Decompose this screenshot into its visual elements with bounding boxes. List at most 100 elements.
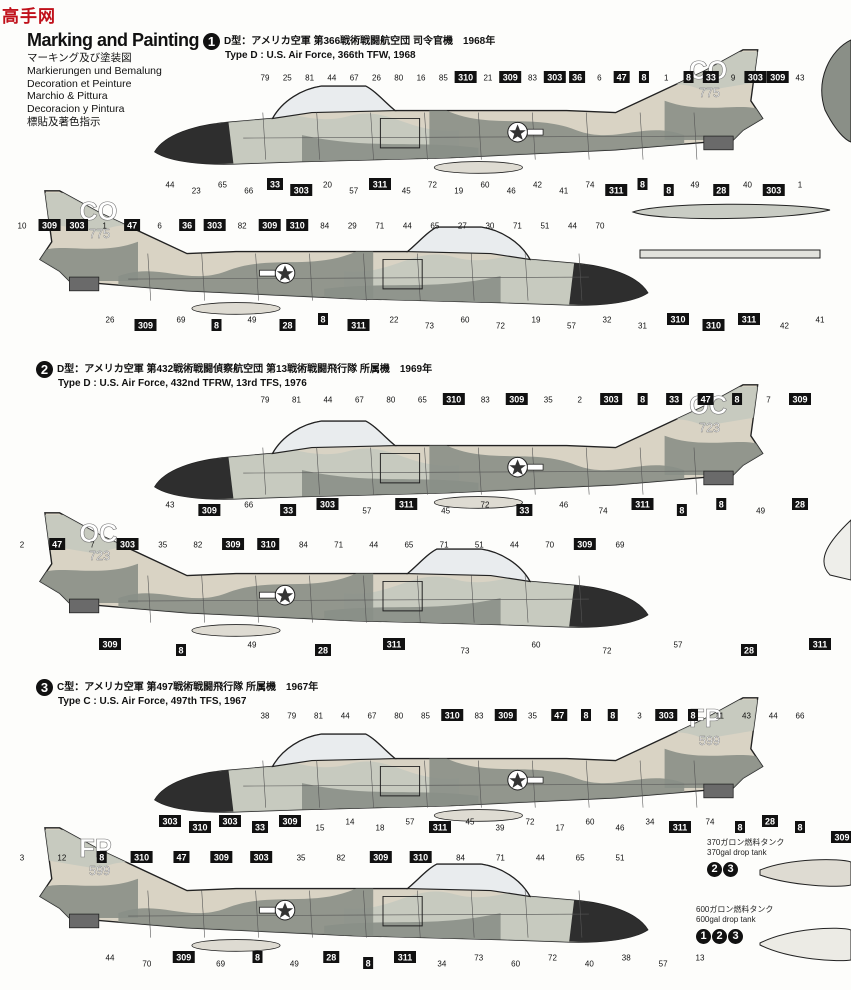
- callout-number: 8: [735, 395, 740, 405]
- callout-box: [713, 184, 730, 196]
- callout-number: 36: [572, 73, 582, 83]
- callout-number: 82: [193, 541, 202, 550]
- callout-number: 65: [418, 396, 427, 405]
- camo-patch: [40, 241, 138, 281]
- callout-number: 72: [526, 818, 535, 827]
- callout-number: 303: [120, 540, 135, 550]
- callout-number: 309: [282, 817, 297, 827]
- panel-line: [585, 112, 590, 160]
- callout-box: [613, 71, 630, 83]
- callout-number: 309: [509, 395, 524, 405]
- exhaust: [703, 135, 734, 151]
- camo-patch: [576, 386, 763, 427]
- callout-number: 85: [421, 712, 430, 721]
- callout-box: [323, 951, 340, 963]
- callout-box: [279, 319, 296, 331]
- callout-number: 83: [475, 712, 484, 721]
- callout-number: 311: [398, 953, 413, 963]
- callout-number: 57: [406, 818, 415, 827]
- panel-line: [255, 575, 259, 623]
- callout-number: 311: [351, 321, 366, 331]
- tail-serial: 775: [699, 85, 720, 100]
- callout-number: 39: [496, 824, 505, 833]
- callout-number: 31: [638, 322, 647, 331]
- callout-number: 60: [461, 316, 470, 325]
- exhaust: [69, 913, 100, 929]
- callout-number: 8: [366, 959, 371, 969]
- callout-number: 60: [586, 818, 595, 827]
- callout-number: 49: [248, 641, 257, 650]
- callout-number: 71: [375, 222, 384, 231]
- callout-number: 1: [102, 222, 107, 231]
- callout-number: 41: [559, 187, 568, 196]
- callout-number: 66: [244, 501, 253, 510]
- callout-box: [318, 313, 328, 325]
- callout-number: 28: [744, 646, 754, 656]
- callout-number: 49: [248, 316, 257, 325]
- insignia-bar: [259, 906, 276, 914]
- callout-number: 8: [640, 180, 645, 190]
- callout-number: 28: [318, 646, 328, 656]
- callout-number: 310: [261, 540, 276, 550]
- callout-number: 47: [554, 711, 564, 721]
- nose-radome: [155, 457, 234, 500]
- callout-number: 310: [134, 853, 149, 863]
- callout-number: 28: [716, 186, 726, 196]
- camo-patch: [664, 100, 763, 141]
- callout-number: 311: [387, 640, 402, 650]
- callout-number: 311: [433, 823, 448, 833]
- callout-number: 7: [90, 541, 95, 550]
- callout-number: 79: [287, 712, 296, 721]
- callout-box: [607, 709, 618, 721]
- panel-line: [316, 760, 320, 808]
- callout-box: [454, 71, 477, 83]
- callout-box: [792, 498, 808, 510]
- callout-box: [369, 178, 391, 190]
- callout-number: 33: [270, 180, 280, 190]
- callout-box: [762, 184, 785, 196]
- callout-number: 34: [437, 960, 446, 969]
- callout-number: 30: [485, 222, 494, 231]
- callout-box: [172, 951, 195, 963]
- callout-number: 33: [519, 506, 529, 516]
- callout-number: 310: [192, 823, 207, 833]
- insignia-bar: [527, 776, 544, 784]
- tail-serial: 723: [699, 420, 720, 435]
- exhaust: [69, 276, 100, 292]
- canopy: [271, 420, 397, 455]
- panel-line: [243, 135, 704, 139]
- callout-number: 69: [616, 541, 625, 550]
- callout-number: 72: [548, 954, 557, 963]
- camo-patch: [302, 470, 479, 500]
- panel-line: [316, 112, 320, 160]
- callout-number: 23: [192, 187, 201, 196]
- callout-number: 43: [742, 712, 751, 721]
- callout-number: 309: [577, 540, 592, 550]
- callout-number: 28: [326, 953, 336, 963]
- drop-tank: [191, 302, 281, 315]
- callout-number: 7: [766, 396, 771, 405]
- callout-box: [279, 815, 301, 827]
- callout-number: 80: [394, 74, 403, 83]
- panel-line: [128, 913, 589, 917]
- callout-number: 44: [166, 181, 175, 190]
- callout-number: 8: [610, 711, 615, 721]
- applies-badge: 1: [696, 929, 711, 944]
- partial-profile-edge: [821, 39, 851, 143]
- callout-number: 22: [390, 316, 399, 325]
- callout-number: 310: [413, 853, 428, 863]
- tail-serial: 775: [89, 226, 110, 241]
- callout-box: [280, 504, 297, 516]
- callout-number: 11: [716, 712, 725, 721]
- nose-radome: [155, 122, 234, 165]
- callout-number: 311: [813, 640, 828, 650]
- callout-number: 72: [481, 501, 490, 510]
- callout-box: [441, 709, 464, 721]
- callout-box: [669, 821, 691, 833]
- callout-number: 44: [510, 541, 519, 550]
- panel-line: [585, 447, 590, 495]
- drop-tank: [433, 496, 523, 509]
- callout-number: 79: [261, 396, 270, 405]
